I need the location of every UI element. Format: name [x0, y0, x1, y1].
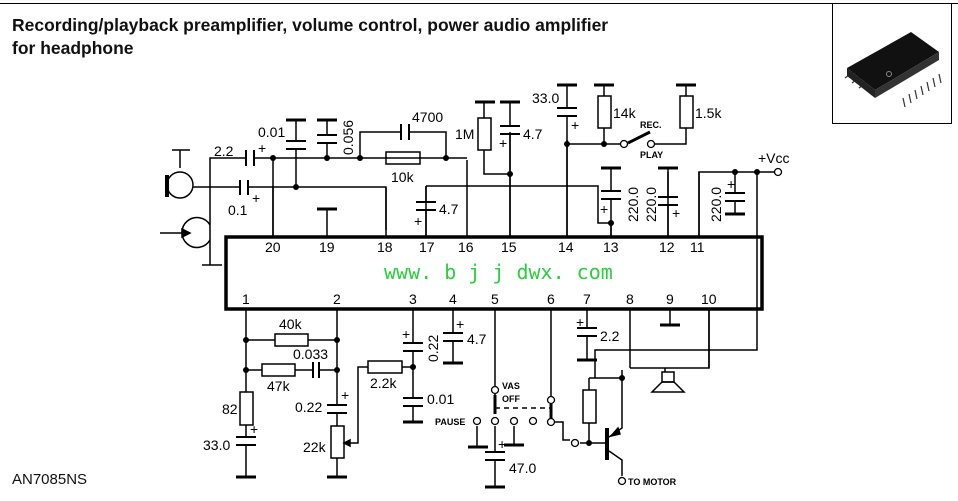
pin-2: 2	[333, 291, 341, 307]
label-c-0-01-pin3: 0.01	[427, 391, 454, 407]
label-to-motor: TO MOTOR	[628, 477, 677, 487]
label-plus: +	[258, 140, 266, 156]
label-plus: +	[672, 205, 680, 221]
package-image-box	[832, 3, 952, 124]
label-r-2-2k: 2.2k	[370, 375, 397, 391]
ic-top-pin-labels: 20 19 18 17 16 15 14 13 12 11	[265, 239, 705, 255]
pin-13: 13	[603, 239, 619, 255]
label-r-40k: 40k	[279, 316, 303, 332]
label-c-0-22-pin3: 0.22	[425, 335, 441, 362]
pin-15: 15	[501, 239, 517, 255]
watermark: www. b j j dwx. com	[384, 260, 613, 284]
label-plus: +	[727, 176, 735, 192]
label-plus: +	[576, 314, 584, 330]
label-r-1-5k: 1.5k	[695, 105, 722, 121]
label-c-220-vcc: 220.0	[708, 187, 724, 222]
pin-7: 7	[583, 291, 591, 307]
label-c-0-01: 0.01	[258, 124, 285, 140]
label-pot-22k: 22k	[303, 439, 327, 455]
label-c-0-22-pin2: 0.22	[295, 399, 322, 415]
pin-5: 5	[491, 291, 499, 307]
label-c-4-7-pin4: 4.7	[467, 331, 487, 347]
label-c-33-top: 33.0	[532, 90, 559, 106]
pin-18: 18	[377, 239, 393, 255]
label-c-0-1: 0.1	[228, 202, 248, 218]
label-c-47-pin5: 47.0	[509, 460, 536, 476]
label-r-47k: 47k	[267, 378, 291, 394]
soic-20-chip-icon	[844, 32, 942, 108]
pin-19: 19	[319, 239, 335, 255]
label-c-2-2-input: 2.2	[214, 143, 234, 159]
pin-6: 6	[547, 291, 555, 307]
pin-20: 20	[265, 239, 281, 255]
pin-12: 12	[659, 239, 675, 255]
title-line-1: Recording/playback preamplifier, volume …	[12, 15, 609, 35]
label-plus: +	[456, 316, 464, 332]
label-c-4-7-pin17: 4.7	[439, 201, 459, 217]
label-c-0-033: 0.033	[293, 346, 328, 362]
label-plus: +	[600, 201, 608, 217]
label-c-33-bottom: 33.0	[203, 437, 230, 453]
label-c-220-pin12: 220.0	[643, 187, 659, 222]
pin-11: 11	[690, 239, 705, 255]
pin-14: 14	[558, 239, 574, 255]
label-plus: +	[250, 421, 258, 437]
label-vcc: +Vcc	[758, 150, 790, 166]
label-plus: +	[498, 436, 506, 452]
pin-1: 1	[242, 291, 250, 307]
label-rec: REC.	[640, 120, 662, 130]
label-c-4700: 4700	[412, 109, 443, 125]
label-plus: +	[252, 190, 260, 206]
label-off: OFF	[502, 394, 520, 404]
label-pause: PAUSE	[435, 417, 465, 427]
pin-4: 4	[449, 291, 457, 307]
label-c-0-056: 0.056	[340, 120, 356, 155]
label-c-220-pin13: 220.0	[625, 187, 641, 222]
pin-3: 3	[409, 291, 417, 307]
label-c-2-2-pin7: 2.2	[600, 328, 620, 344]
label-r-82: 82	[222, 401, 238, 417]
title-line-2: for headphone	[12, 38, 134, 58]
label-vas: VAS	[502, 381, 520, 391]
component-labels: 2.2 + 0.1 + 0.01 0.056 4700 10k 4.7 + 1M…	[203, 90, 790, 487]
switch-terminals	[472, 139, 783, 486]
label-r-14k: 14k	[613, 105, 637, 121]
label-plus: +	[341, 387, 349, 403]
label-plus: +	[414, 213, 422, 229]
part-number: AN7085NS	[12, 471, 88, 488]
ic-bottom-pin-labels: 1 2 3 4 5 6 7 8 9 10	[242, 291, 717, 307]
label-play: PLAY	[640, 150, 663, 160]
label-plus: +	[402, 326, 410, 342]
pin-10: 10	[701, 291, 717, 307]
pin-8: 8	[626, 291, 634, 307]
top-rule	[0, 3, 958, 4]
label-r-10k: 10k	[391, 169, 415, 185]
pin-16: 16	[458, 239, 474, 255]
page-title: Recording/playback preamplifier, volume …	[12, 14, 772, 60]
pin-17: 17	[419, 239, 435, 255]
label-plus: +	[571, 117, 579, 133]
pin-9: 9	[666, 291, 674, 307]
label-r-1m: 1M	[455, 126, 474, 142]
label-c-4-7-pin15: 4.7	[523, 126, 543, 142]
label-plus: +	[499, 135, 507, 151]
ic-body	[224, 235, 764, 311]
junction-dots	[243, 141, 760, 446]
